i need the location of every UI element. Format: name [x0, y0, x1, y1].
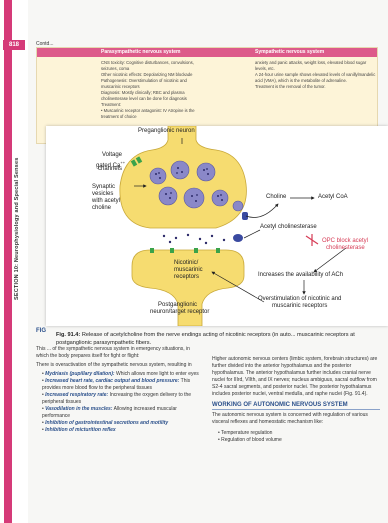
- page-sidebar: 818 SECTION 10: Neurophysiology and Spec…: [0, 0, 28, 523]
- table-cell: CNS toxicity: Cognitive disturbances, co…: [97, 60, 251, 120]
- table-line: acid (VMA), which is the metabolite of a…: [255, 78, 347, 83]
- list-item: • Regulation of blood volume: [218, 437, 282, 443]
- label-channels: channels: [98, 166, 123, 172]
- label-choline: Choline: [266, 194, 287, 200]
- table-line: Other nicotinic effects: Depolarizing NM…: [101, 72, 193, 77]
- paragraph: There is overactivation of the sympathet…: [36, 362, 192, 368]
- caption-text: Release of acetylcholine from the nerve …: [56, 332, 355, 346]
- list-item-bold: Increased heart rate, cardiac output and…: [45, 378, 180, 384]
- choline-transporter: [242, 212, 248, 220]
- table-line: Treatment is the removal of the tumor.: [255, 84, 326, 89]
- list-item-text: Allowing increased muscular performance: [42, 406, 177, 419]
- synaptic-vesicles: [149, 160, 229, 209]
- section-heading: WORKING OF AUTONOMIC NERVOUS SYSTEM: [212, 402, 380, 410]
- synapse-diagram: [119, 126, 347, 326]
- paragraph: The autonomic nervous system is concerne…: [212, 412, 368, 425]
- label-opc-cholinesterase: cholinesterase: [326, 245, 365, 251]
- table-cell: anxiety and panic attacks, weight loss, …: [251, 60, 377, 120]
- table-line: A 24-hour urine sample shows elevated le…: [255, 72, 376, 77]
- label-preganglionic: Preganglionic neuron: [138, 128, 195, 134]
- opc-block-symbol: [305, 234, 319, 246]
- reuptake-vesicle: [232, 200, 244, 212]
- label-voltage: Voltage: [102, 152, 123, 158]
- list-item-text: This provides more blood flow to the per…: [42, 378, 191, 391]
- label-choline-vesicle: choline: [92, 205, 112, 211]
- acetylcholinesterase: [233, 234, 243, 242]
- section-label-text: SECTION 10: Neurophysiology and Special …: [14, 157, 20, 300]
- paragraph: Higher autonomic nervous centers (limbic…: [212, 356, 378, 397]
- table-line: • Muscarinic receptor antagonist: IV Atr…: [101, 108, 195, 113]
- list-item: • Mydriasis (pupillary dilation): Which …: [42, 371, 199, 377]
- caption-label: Fig. 91.4:: [56, 332, 81, 338]
- table-header: Parasympathetic nervous system Sympathet…: [37, 48, 377, 57]
- table-line: Treatment:: [101, 102, 122, 107]
- effects-list: • Mydriasis (pupillary dilation): Which …: [36, 371, 204, 434]
- released-acetylcholine: [162, 233, 226, 245]
- table-line: muscarinic receptors: [101, 84, 140, 89]
- left-column-text: This ... of the sympathetic nervous syst…: [36, 346, 204, 434]
- table-line: levels, etc.: [255, 66, 275, 71]
- calcium-channel: [130, 159, 138, 167]
- figure-caption: Fig. 91.4: Release of acetylcholine from…: [56, 332, 382, 347]
- table-line: cholinesterase level can be done for dia…: [101, 96, 187, 101]
- list-item: • Temperature regulation: [218, 430, 273, 436]
- label-synaptic: Synaptic: [92, 184, 116, 190]
- nicotinic-receptors: [150, 248, 220, 253]
- label-acetyl-cholinesterase: Acetyl cholinesterase: [260, 224, 317, 230]
- postsynaptic-neuron: [131, 249, 245, 326]
- label-opc-block: OPC block acetyl: [322, 238, 369, 244]
- label-muscarinic-receptors: muscarinic receptors: [272, 303, 328, 309]
- list-item-bold: Inhibition of gastrointestinal secretion…: [45, 420, 169, 426]
- figure-acetylcholine-release: Preganglionic neuron Voltage gated Ca++ …: [46, 126, 388, 326]
- label-with-acetyl: with acetyl: [92, 198, 121, 204]
- label-gated-text: gated Ca: [96, 163, 121, 169]
- label-receptors: receptors: [174, 274, 200, 280]
- table-line: anxiety and panic attacks, weight loss, …: [255, 60, 367, 65]
- section-heading-stub: FIG: [36, 328, 46, 334]
- list-item-text: Which allows more light to enter eyes: [115, 371, 199, 377]
- list-item-bold: Increased respiratory rate:: [45, 392, 109, 398]
- label-target-receptor: neuron/target receptor: [150, 309, 210, 315]
- page-number: 818: [3, 40, 25, 50]
- table-header-cell: Sympathetic nervous system: [255, 49, 325, 55]
- list-item: • Inhibition of micturition reflex: [42, 427, 116, 433]
- arrow-ache: [243, 229, 261, 239]
- table-line: Diagnosis: Mostly clinically; RBC and pl…: [101, 90, 185, 95]
- table-header-cell: [37, 48, 97, 57]
- section-label: SECTION 10: Neurophysiology and Special …: [14, 80, 24, 300]
- right-column-text: Higher autonomic nervous centers (limbic…: [212, 356, 380, 444]
- table-line: seizures, coma: [101, 66, 130, 71]
- label-vesicles: vesicles: [92, 191, 114, 197]
- label-gated: gated Ca++: [96, 160, 126, 169]
- calcium-channel: [135, 156, 143, 164]
- table-row: CNS toxicity: Cognitive disturbances, co…: [37, 57, 377, 120]
- table-line: treatment of choice: [101, 114, 137, 119]
- list-item: • Increased heart rate, cardiac output a…: [42, 378, 191, 391]
- list-item-bold: Inhibition of micturition reflex: [45, 427, 116, 433]
- paragraph: This ... of the sympathetic nervous syst…: [36, 346, 190, 359]
- list-item-bold: Vasodilation in the muscles:: [45, 406, 113, 412]
- label-increases-ach: Increases the availability of ACh: [258, 272, 344, 278]
- arrow-over-to-receptor: [211, 271, 265, 303]
- list-item: • Increased respiratory rate: Increasing…: [42, 392, 192, 405]
- table-cell: [37, 60, 97, 120]
- label-muscarinic: muscarinic: [174, 267, 203, 273]
- contd-label: Contd...: [36, 41, 54, 47]
- table-header-cell: Parasympathetic nervous system: [101, 49, 181, 55]
- table-line: CNS toxicity: Cognitive disturbances, co…: [101, 60, 194, 65]
- arrow-choline: [245, 203, 279, 218]
- label-overstimulation: Overstimulation of nicotinic and: [258, 296, 342, 302]
- list-item-text: Increasing the oxygen delivery to the pe…: [42, 392, 192, 405]
- list-item-bold: Mydriasis (pupillary dilation):: [45, 371, 115, 377]
- list-item: • Vasodilation in the muscles: Allowing …: [42, 406, 177, 419]
- regulation-list: • Temperature regulation • Regulation of…: [212, 430, 380, 444]
- table-line: Pathogenesis: Overstimulation of nicotin…: [101, 78, 187, 83]
- label-acetyl-coa: Acetyl CoA: [318, 194, 348, 200]
- sidebar-color-band: [4, 0, 12, 523]
- list-item: • Inhibition of gastrointestinal secreti…: [42, 420, 169, 426]
- arrow-opc-to-increase: [313, 247, 347, 273]
- label-nicotinic: Nicotinic/: [174, 260, 199, 266]
- label-postganglionic: Postganglionic: [158, 302, 198, 308]
